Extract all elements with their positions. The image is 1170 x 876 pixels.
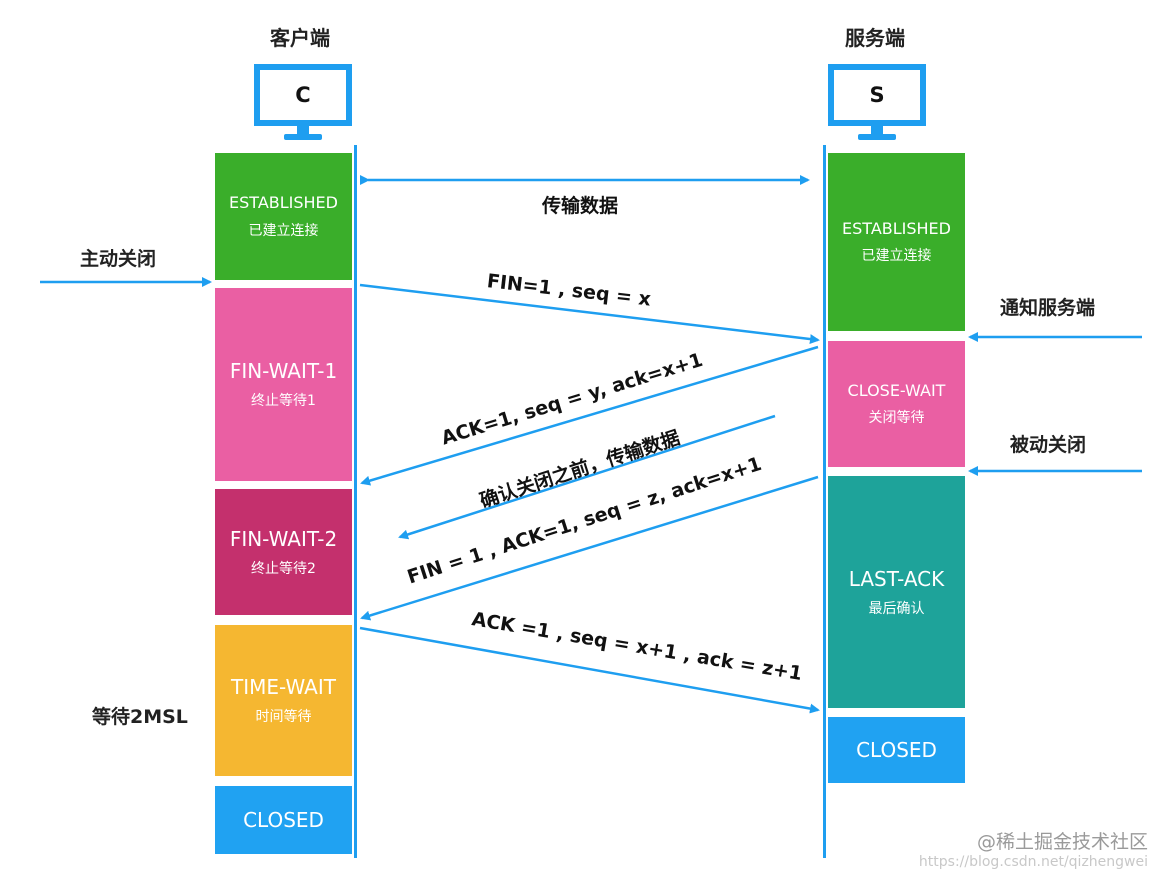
notify-server-label: 通知服务端 [1000,297,1096,319]
before-close-arrow [398,414,776,540]
client-monitor-letter: C [254,64,352,126]
server-state-last-ack: LAST-ACK 最后确认 [828,476,965,708]
client-timeline [354,145,357,858]
fin1-arrow [359,283,820,345]
state-sub: 关闭等待 [868,410,925,427]
state-sub: 时间等待 [255,709,312,725]
passive-close-label: 被动关闭 [1010,434,1087,456]
state-sub: 已建立连接 [248,222,319,239]
transfer-label: 传输数据 [542,195,619,217]
state-name: ESTABLISHED [842,218,951,238]
server-state-close-wait: CLOSE-WAIT 关闭等待 [828,341,965,467]
server-monitor-icon: S [828,64,926,140]
state-name: CLOSED [856,738,937,762]
client-state-time-wait: TIME-WAIT 时间等待 [215,625,352,776]
state-sub: 终止等待2 [251,560,316,577]
state-sub: 终止等待1 [251,393,316,409]
server-timeline [823,145,826,858]
client-state-established: ESTABLISHED 已建立连接 [215,153,352,280]
state-name: ESTABLISHED [229,193,338,213]
state-name: CLOSE-WAIT [847,380,946,400]
state-name: LAST-ACK [848,566,945,591]
client-title: 客户端 [270,26,330,50]
watermark-juejin: @稀土掘金技术社区 [976,831,1148,853]
server-state-established: ESTABLISHED 已建立连接 [828,153,965,331]
server-monitor-letter: S [828,64,926,126]
ack2-arrow [359,626,820,714]
state-name: FIN-WAIT-2 [229,526,338,551]
client-state-closed: CLOSED [215,786,352,854]
client-state-fin-wait-2: FIN-WAIT-2 终止等待2 [215,489,352,615]
watermark-csdn: https://blog.csdn.net/qizhengwei [918,854,1148,870]
state-name: CLOSED [243,808,324,832]
state-sub: 最后确认 [868,600,925,617]
fin2-arrow [360,475,819,621]
client-monitor-icon: C [254,64,352,140]
active-close-label: 主动关闭 [80,248,157,270]
state-name: FIN-WAIT-1 [229,359,338,383]
state-name: TIME-WAIT [231,675,336,699]
client-state-fin-wait-1: FIN-WAIT-1 终止等待1 [215,288,352,481]
wait-2msl-label: 等待2MSL [92,706,188,728]
server-state-closed: CLOSED [828,717,965,783]
state-sub: 已建立连接 [861,248,932,265]
server-title: 服务端 [845,26,905,50]
ack1-arrow [360,345,819,486]
